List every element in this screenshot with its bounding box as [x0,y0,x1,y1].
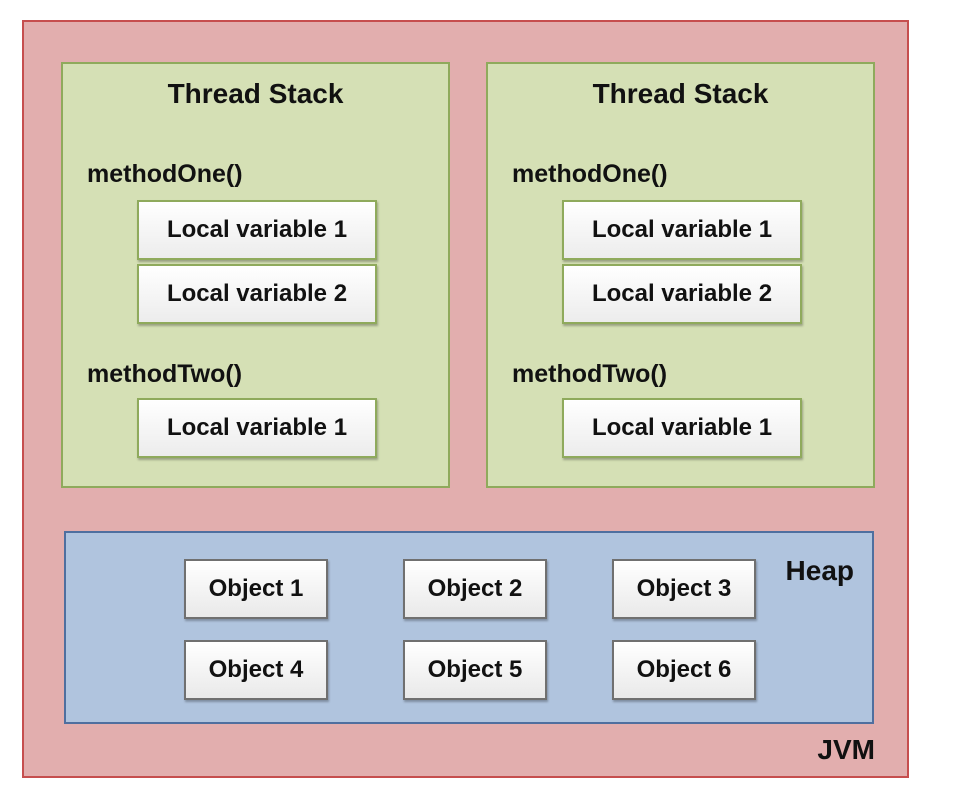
heap-label: Heap [785,555,854,586]
method-two-label: methodTwo() [87,360,243,388]
jvm-container: Thread Stack methodOne() Local variable … [22,20,909,778]
local-variable-box: Local variable 2 [137,264,377,324]
thread-stack-title: Thread Stack [592,78,769,109]
thread-stack-title: Thread Stack [167,78,344,109]
method-one-label: methodOne() [87,160,243,188]
local-variable-box: Local variable 2 [562,264,802,324]
heap-object-2: Object 2 [403,559,547,619]
heap-object-1: Object 1 [184,559,328,619]
heap-object-5: Object 5 [403,640,547,700]
thread-stack-1: Thread Stack methodOne() Local variable … [61,62,450,488]
local-variable-box: Local variable 1 [562,398,802,458]
method-one-label: methodOne() [512,160,668,188]
jvm-label: JVM [817,734,875,765]
thread-stack-2: Thread Stack methodOne() Local variable … [486,62,875,488]
heap-object-6: Object 6 [612,640,756,700]
method-two-label: methodTwo() [512,360,668,388]
local-variable-box: Local variable 1 [137,398,377,458]
local-variable-box: Local variable 1 [137,200,377,260]
heap-object-4: Object 4 [184,640,328,700]
heap-object-3: Object 3 [612,559,756,619]
local-variable-box: Local variable 1 [562,200,802,260]
heap-area: Heap Object 1 Object 2 Object 3 Object 4… [64,531,874,724]
